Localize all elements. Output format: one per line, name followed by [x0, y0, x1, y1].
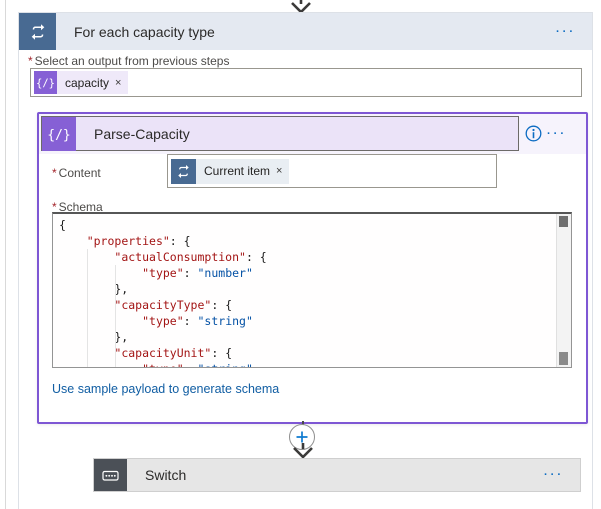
- switch-card[interactable]: Switch ···: [93, 458, 581, 492]
- indent-guide: [115, 265, 116, 367]
- current-item-loop-icon: [171, 158, 196, 184]
- editor-scrollbar[interactable]: [556, 214, 571, 367]
- switch-icon: [94, 459, 127, 491]
- content-input[interactable]: Current item ×: [167, 154, 497, 188]
- connector-stem: [302, 421, 304, 425]
- token-label: Current item: [204, 164, 271, 178]
- for-each-title: For each capacity type: [74, 23, 215, 40]
- plus-icon: [296, 431, 308, 443]
- info-icon[interactable]: [525, 125, 542, 142]
- generate-schema-link[interactable]: Use sample payload to generate schema: [52, 382, 280, 396]
- select-output-label: *Select an output from previous steps: [28, 54, 230, 68]
- parse-title-box[interactable]: {/} Parse-Capacity: [41, 116, 519, 151]
- token-remove-icon[interactable]: ×: [276, 165, 283, 177]
- canvas-left-edge: [5, 0, 6, 509]
- connector-arrow-down-icon: [293, 443, 313, 458]
- capacity-token[interactable]: {/} capacity ×: [34, 71, 129, 94]
- scrollbar-thumb-bottom[interactable]: [559, 352, 568, 365]
- token-remove-icon[interactable]: ×: [115, 76, 122, 89]
- select-output-input[interactable]: {/} capacity ×: [30, 68, 582, 97]
- required-marker: *: [52, 200, 57, 214]
- parse-json-icon: {/}: [42, 116, 76, 151]
- apply-to-each-loop-icon: [19, 13, 56, 50]
- scrollbar-thumb-top[interactable]: [559, 216, 568, 227]
- for-each-header[interactable]: For each capacity type ···: [19, 13, 592, 50]
- indent-guide: [87, 249, 88, 367]
- parse-menu-button[interactable]: ···: [547, 128, 567, 140]
- parse-json-card: {/} Parse-Capacity ··· *Content: [37, 112, 588, 424]
- required-marker: *: [52, 166, 57, 180]
- switch-menu-button[interactable]: ···: [544, 469, 564, 481]
- content-label: *Content: [52, 166, 101, 180]
- switch-title: Switch: [145, 467, 187, 483]
- required-marker: *: [28, 54, 33, 68]
- current-item-token[interactable]: Current item ×: [171, 158, 290, 184]
- svg-text:{/}: {/}: [47, 128, 70, 143]
- token-label: capacity: [65, 75, 110, 90]
- schema-label: *Schema: [52, 200, 103, 214]
- schema-code[interactable]: { "properties": { "actualConsumption": {…: [59, 218, 267, 367]
- parse-header: {/} Parse-Capacity ···: [39, 114, 586, 154]
- for-each-menu-button[interactable]: ···: [556, 25, 576, 38]
- svg-text:{/}: {/}: [36, 78, 55, 90]
- schema-editor[interactable]: { "properties": { "actualConsumption": {…: [52, 212, 572, 368]
- parse-title: Parse-Capacity: [94, 125, 190, 142]
- dynamic-content-icon: {/}: [34, 71, 57, 94]
